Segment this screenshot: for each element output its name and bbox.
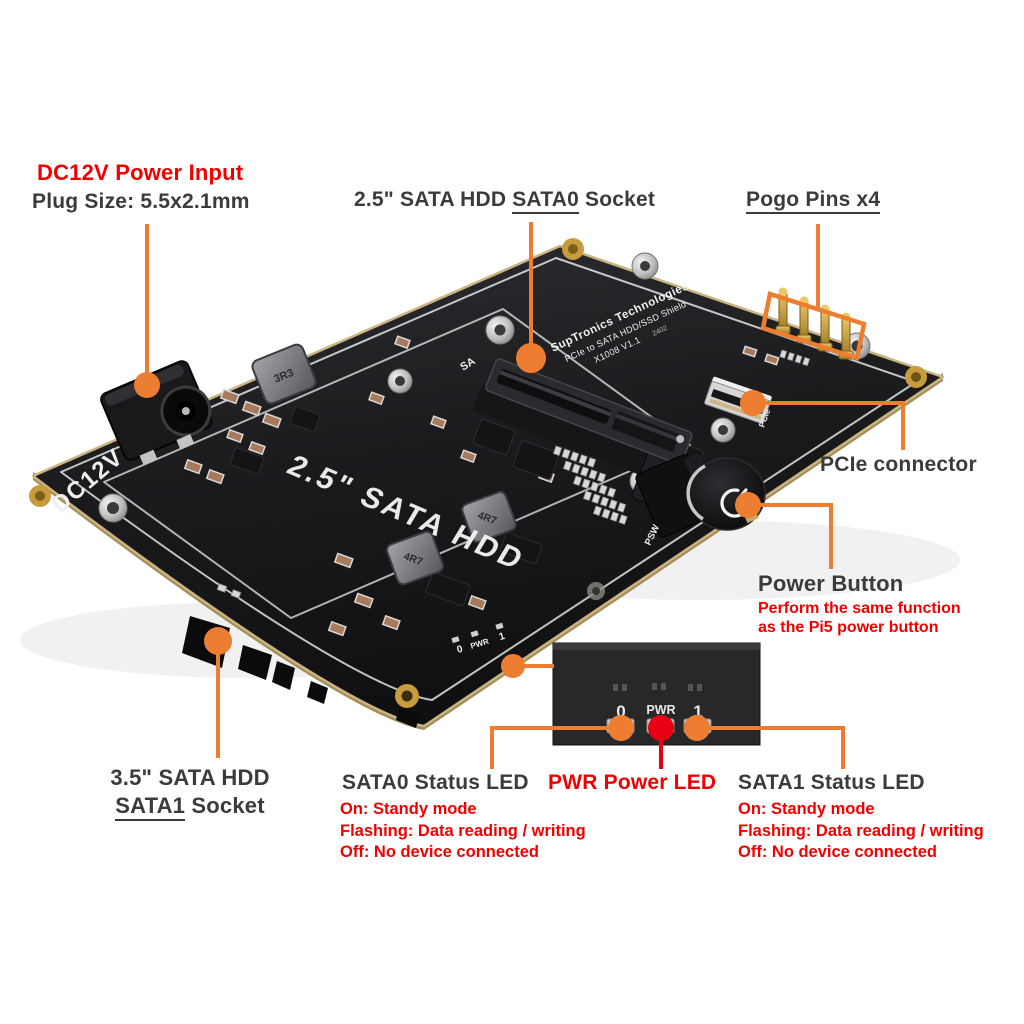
sata0-connector (473, 358, 693, 511)
smd-components (183, 335, 811, 637)
pcie-label: PCIe connector (820, 453, 977, 476)
sata1-dot (204, 627, 232, 655)
inductor-3r3: 3R3 (251, 343, 317, 405)
power-button-note: Perform the same function as the Pi5 pow… (758, 600, 961, 636)
sata0-socket-underlined: SATA0 (512, 188, 579, 214)
inductor-4r7-a: 4R7 (385, 530, 445, 586)
sata0-led-label: SATA0 Status LED (342, 771, 529, 794)
pwr-led-label: PWR Power LED (548, 771, 717, 794)
mounting-holes (29, 238, 927, 708)
svg-text:PWR: PWR (646, 703, 675, 717)
dc12v-title: DC12V Power Input (37, 160, 244, 185)
callout-dots (134, 343, 766, 741)
leader-lines (145, 222, 905, 769)
pcb-board (31, 244, 945, 728)
svg-text:1: 1 (693, 702, 702, 721)
svg-text:0: 0 (616, 702, 625, 721)
pwr-led-dot (648, 715, 674, 741)
sata0-socket-prefix: 2.5" SATA HDD (354, 188, 513, 211)
sata0-socket-label: 2.5" SATA HDD SATA0 Socket (354, 188, 656, 214)
hdd-outline-silkscreen (103, 308, 691, 619)
pcie-dot (740, 390, 766, 416)
sata1-socket-label: 3.5" SATA HDD SATA1 Socket (70, 764, 310, 821)
svg-text:1: 1 (498, 631, 507, 643)
sata1-led-dot (684, 715, 710, 741)
dc12v-subtitle: Plug Size: 5.5x2.1mm (32, 190, 250, 213)
dc12v-dot (134, 372, 160, 398)
sata0-socket-suffix: Socket (578, 188, 656, 211)
sata1-led-label: SATA1 Status LED (738, 771, 925, 794)
standoffs (98, 252, 871, 523)
pogo-pins-label: Pogo Pins x4 (746, 188, 881, 214)
svg-text:0: 0 (456, 644, 465, 656)
silkscreen-border (60, 257, 917, 701)
inductor-4r7-b: 4R7 (461, 491, 517, 543)
sata0-led-status: On: Standy mode Flashing: Data reading /… (340, 800, 586, 861)
power-button-label: Power Button (758, 571, 904, 596)
sata1-led-status: On: Standy mode Flashing: Data reading /… (738, 800, 984, 861)
power-button-dot (735, 492, 761, 518)
sata0-dot (516, 343, 546, 373)
sata0-led-dot (608, 715, 634, 741)
board-led-dot (501, 654, 525, 678)
